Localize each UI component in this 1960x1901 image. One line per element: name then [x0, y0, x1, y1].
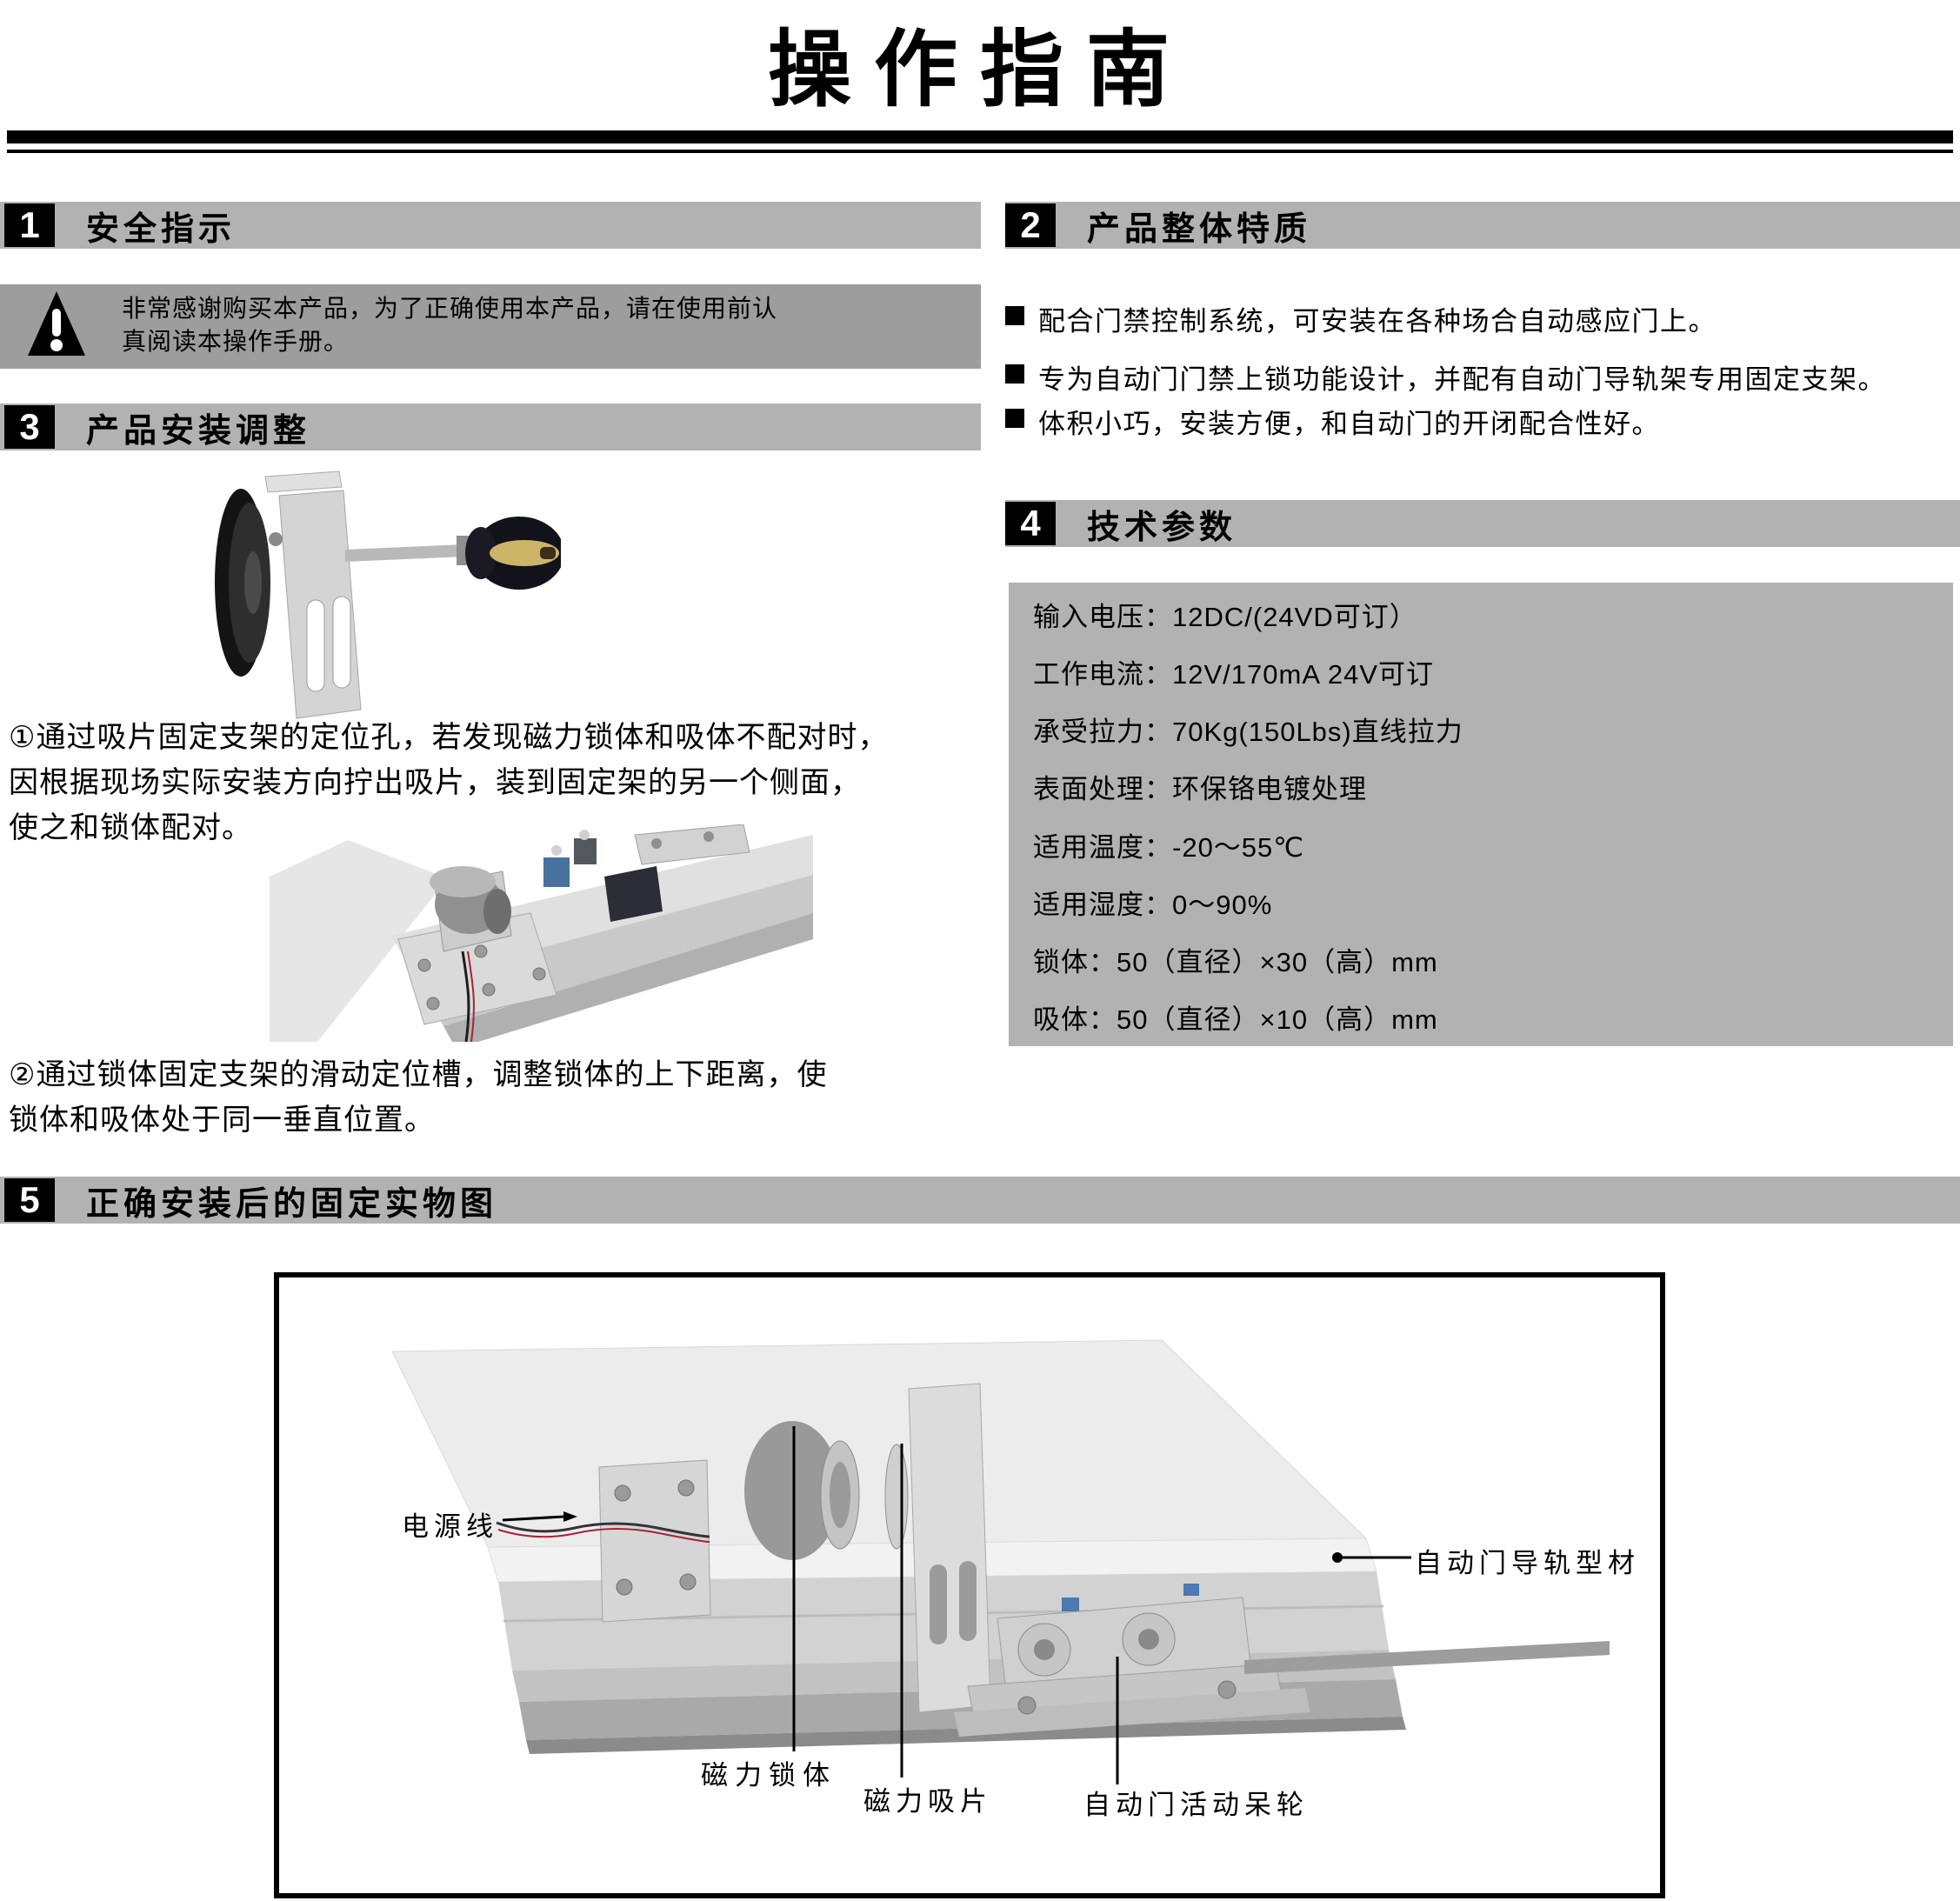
label-power-cable: 电源线	[402, 1511, 498, 1542]
section-3-title: 产品安装调整	[86, 412, 311, 450]
section-4-title: 技术参数	[1087, 509, 1237, 546]
label-rail-profile: 自动门导轨型材	[1415, 1548, 1640, 1578]
spec-lock-size: 锁体：50（直径）×30（高）mm	[1033, 947, 1438, 977]
spec-armature-size: 吸体：50（直径）×10（高）mm	[1033, 1004, 1438, 1035]
spec-humidity: 适用湿度：0～90%	[1033, 890, 1273, 920]
page-title: 操作指南	[768, 23, 1192, 117]
section-4-number: 4	[1005, 502, 1056, 545]
section-4-header: 4 技术参数	[1005, 500, 1960, 547]
installation-photo-frame	[274, 1272, 1665, 1898]
label-magnet-plate: 磁力吸片	[863, 1786, 992, 1817]
step1-line2: 因根据现场实际安装方向拧出吸片，装到固定架的另一个侧面，	[9, 766, 861, 799]
section-2-title: 产品整体特质	[1087, 210, 1312, 248]
feature-text: 体积小巧，安装方便，和自动门的开闭配合性好。	[1038, 409, 1660, 439]
section-5-title: 正确安装后的固定实物图	[86, 1185, 498, 1223]
step1-line3: 使之和锁体配对。	[9, 811, 252, 844]
spec-temperature: 适用温度：-20～55℃	[1033, 832, 1305, 863]
section-3-header: 3 产品安装调整	[0, 404, 981, 450]
step2-line1: ②通过锁体固定支架的滑动定位槽，调整锁体的上下距离，使	[9, 1058, 828, 1091]
section-2-header: 2 产品整体特质	[1005, 202, 1960, 249]
divider-thin	[7, 150, 1953, 153]
bullet-square-icon	[1005, 306, 1024, 325]
label-lock-body: 磁力锁体	[701, 1760, 837, 1791]
feature-item: 专为自动门门禁上锁功能设计，并配有自动门导轨架专用固定支架。	[1005, 357, 1960, 397]
safety-warning-box	[0, 284, 981, 369]
section-1-header: 1 安全指示	[0, 202, 981, 249]
label-line-power	[502, 1515, 564, 1522]
warning-line-1: 非常感谢购买本产品，为了正确使用本产品，请在使用前认	[122, 295, 778, 322]
bullet-square-icon	[1005, 409, 1024, 428]
step2-line2: 锁体和吸体处于同一垂直位置。	[9, 1104, 435, 1137]
installation-photo	[391, 1339, 1610, 1784]
spec-working-current: 工作电流：12V/170mA 24V可订	[1033, 659, 1435, 690]
technical-specs-box	[1009, 583, 1953, 1046]
section-3-number: 3	[4, 405, 55, 449]
spec-input-voltage: 输入电压：12DC/(24VD可订）	[1033, 602, 1417, 632]
feature-text: 配合门禁控制系统，可安装在各种场合自动感应门上。	[1038, 306, 1717, 337]
divider-thick	[7, 130, 1953, 143]
section-5-number: 5	[4, 1178, 55, 1222]
step1-line1: ①通过吸片固定支架的定位孔，若发现磁力锁体和吸体不配对时，	[9, 721, 889, 754]
rail-closeup-photo	[270, 824, 813, 1042]
section-2-number: 2	[1005, 203, 1056, 247]
install-step-2: ②通过锁体固定支架的滑动定位槽，调整锁体的上下距离，使 锁体和吸体处于同一垂直位…	[9, 1052, 991, 1143]
feature-item: 体积小巧，安装方便，和自动门的开闭配合性好。	[1005, 402, 1960, 441]
section-5-header: 5 正确安装后的固定实物图	[0, 1177, 1960, 1224]
install-step-1: ①通过吸片固定支架的定位孔，若发现磁力锁体和吸体不配对时， 因根据现场实际安装方…	[9, 715, 991, 850]
section-1-number: 1	[4, 203, 55, 247]
bullet-square-icon	[1005, 364, 1024, 384]
bracket-screwdriver-photo	[215, 470, 561, 719]
spec-holding-force: 承受拉力：70Kg(150Lbs)直线拉力	[1033, 717, 1463, 747]
feature-item: 配合门禁控制系统，可安装在各种场合自动感应门上。	[1005, 299, 1960, 338]
safety-warning-text: 非常感谢购买本产品，为了正确使用本产品，请在使用前认 真阅读本操作手册。	[122, 292, 974, 358]
section-1-title: 安全指示	[86, 210, 237, 248]
warning-line-2: 真阅读本操作手册。	[122, 328, 350, 355]
spec-surface-finish: 表面处理：环保铬电镀处理	[1033, 774, 1367, 804]
label-door-wheel: 自动门活动呆轮	[1083, 1790, 1309, 1820]
warning-icon	[28, 291, 85, 356]
feature-text: 专为自动门门禁上锁功能设计，并配有自动门导轨架专用固定支架。	[1038, 364, 1886, 395]
